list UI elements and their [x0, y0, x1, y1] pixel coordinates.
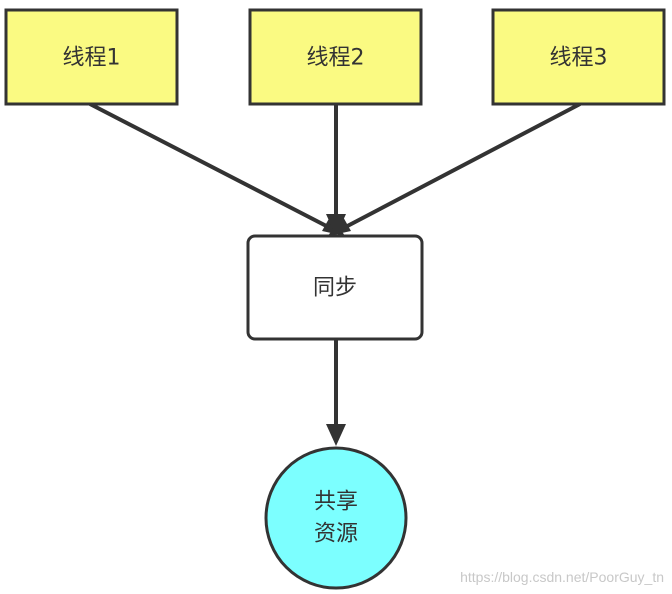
sync-label: 同步 — [313, 276, 357, 301]
thread-2-label: 线程2 — [307, 46, 365, 71]
shared-resource-label-line2: 资源 — [314, 522, 358, 547]
arrow-thread3-to-sync — [335, 102, 581, 234]
shared-resource-label-line1: 共享 — [314, 490, 358, 515]
sync-node: 同步 — [246, 234, 424, 341]
watermark-text: https://blog.csdn.net/PoorGuy_tn — [460, 569, 664, 585]
arrow-thread1-to-sync — [89, 102, 339, 234]
thread-3-label: 线程3 — [550, 46, 608, 71]
thread-1-label: 线程1 — [63, 46, 121, 71]
arrowhead-thread3 — [328, 215, 351, 236]
thread-2-node: 线程2 — [248, 8, 423, 106]
thread-3-node: 线程3 — [491, 8, 666, 106]
thread-1-node: 线程1 — [4, 8, 179, 106]
arrowhead-resource — [326, 424, 346, 446]
shared-resource-node: 共享 资源 — [264, 446, 408, 590]
